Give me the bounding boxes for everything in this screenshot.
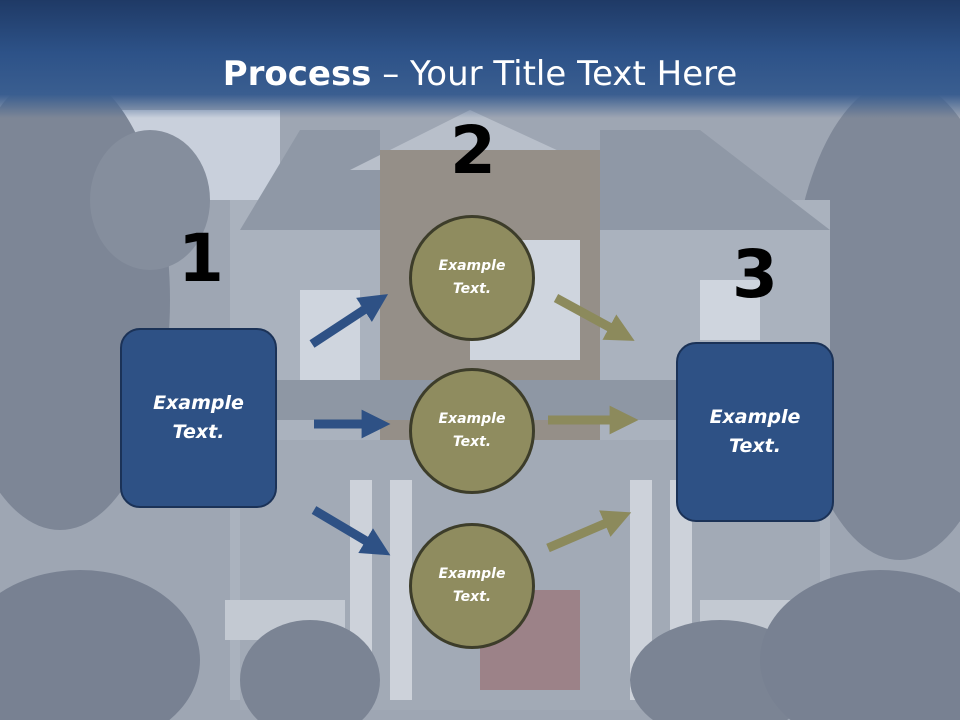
step-number-3: 3 (732, 236, 778, 313)
step-1-box: Example Text. (120, 328, 277, 508)
title-rest: – Your Title Text Here (371, 54, 738, 94)
step-1-text: Example Text. (153, 392, 244, 443)
title-bar (0, 0, 960, 118)
step-3-box: Example Text. (676, 342, 834, 522)
step-number-2: 2 (450, 112, 496, 189)
circle-1-text: Example Text. (438, 258, 506, 297)
arrow-circle-1-to-3 (553, 294, 635, 341)
arrow-1-to-circle-1 (309, 294, 389, 348)
circle-3-text: Example Text. (438, 566, 506, 605)
arrow-circle-3-to-3 (546, 510, 632, 553)
circle-2-text: Example Text. (438, 411, 506, 450)
step-3-text: Example Text. (709, 406, 801, 457)
circle-2: Example Text. (409, 368, 535, 494)
arrow-1-to-circle-3 (311, 506, 391, 556)
slide-title: Process – Your Title Text Here (0, 52, 960, 96)
circle-1: Example Text. (409, 215, 535, 341)
title-bold: Process (222, 54, 372, 94)
step-number-1: 1 (178, 220, 224, 297)
circle-3: Example Text. (409, 523, 535, 649)
